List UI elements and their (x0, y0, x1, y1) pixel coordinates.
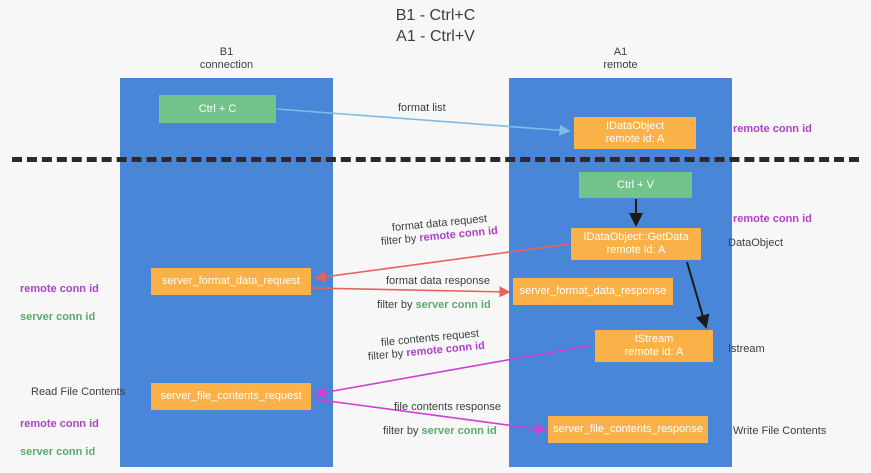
box-server-file-contents-response[interactable]: server_file_contents_response (548, 416, 708, 443)
annotation-right-remote-conn-id-1: remote conn id (733, 123, 812, 135)
filter-prefix: filter by (367, 347, 407, 363)
box-server-format-data-request[interactable]: server_format_data_request (151, 268, 311, 295)
box-ctrl-c[interactable]: Ctrl + C (159, 95, 276, 123)
annotation-left-conn-ids-2: remote conn id server conn id (20, 403, 99, 473)
annotation-left-conn-ids: remote conn id server conn id (20, 268, 99, 338)
label-format-list: format list (398, 102, 446, 114)
swimlane-header-b1: B1 connection (199, 46, 254, 71)
filter-value-server-conn-id: server conn id (415, 299, 491, 311)
box-idataobject[interactable]: IDataObject remote id: A (574, 117, 696, 149)
label-file-contents-response: file contents response (394, 401, 502, 413)
annotation-right-istream: Istream (728, 343, 765, 355)
box-istream[interactable]: IStream remote id: A (595, 330, 713, 362)
box-ctrl-v[interactable]: Ctrl + V (579, 172, 692, 198)
swimlane-header-a1: A1 remote (603, 46, 638, 71)
annotation-right-dataobject: DataObject (728, 237, 784, 249)
phase-divider (12, 157, 859, 162)
label-format-data-response-filter: filter by server conn id (377, 298, 491, 312)
filter-prefix: filter by (383, 425, 422, 437)
filter-prefix: filter by (380, 232, 420, 248)
annotation-left-read-file-contents: Read File Contents (31, 386, 126, 398)
box-idataobject-getdata[interactable]: IDataObject::GetData remote id: A (571, 228, 701, 260)
annotation-left-remote-conn-id: remote conn id (20, 283, 99, 295)
box-server-file-contents-request[interactable]: server_file_contents_request (151, 383, 311, 410)
annotation-left-remote-conn-id-2: remote conn id (20, 418, 99, 430)
annotation-right-remote-conn-id-2: remote conn id (733, 213, 812, 225)
filter-prefix: filter by (377, 299, 416, 311)
label-format-data-response: format data response (386, 275, 490, 287)
annotation-right-write-file-contents: Write File Contents (733, 425, 827, 437)
annotation-left-server-conn-id: server conn id (20, 311, 96, 323)
connector-format-data-response (312, 286, 511, 298)
filter-value-server-conn-id: server conn id (421, 425, 497, 437)
label-file-contents-response-filter: filter by server conn id (383, 424, 497, 438)
box-server-format-data-response[interactable]: server_format_data_response (513, 278, 673, 305)
annotation-left-server-conn-id-2: server conn id (20, 446, 96, 458)
diagram-title: B1 - Ctrl+C A1 - Ctrl+V (395, 7, 476, 45)
